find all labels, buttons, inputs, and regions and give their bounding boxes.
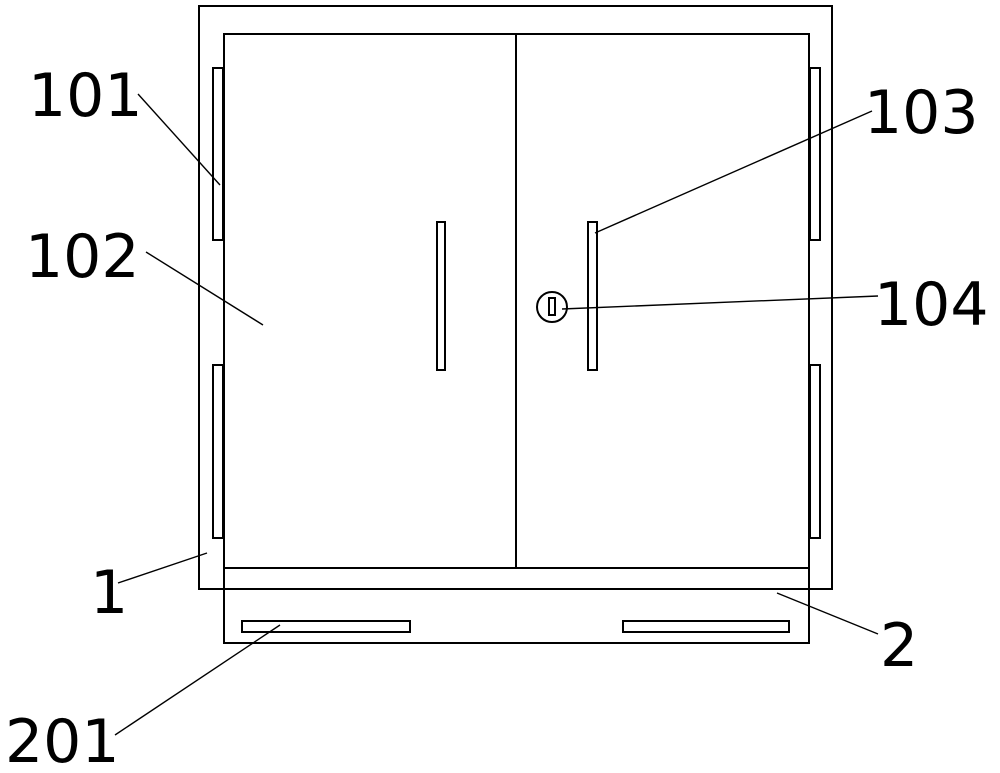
label-101: 101 [28, 61, 143, 131]
label-201: 201 [5, 707, 120, 773]
label-102: 102 [25, 222, 140, 292]
leader-101 [137, 93, 221, 186]
leader-104 [561, 295, 879, 310]
label-104: 104 [874, 270, 989, 340]
hinge-left-lower [212, 364, 224, 539]
handle-left [436, 221, 446, 371]
base-slot-right [622, 620, 790, 633]
lock [536, 291, 568, 323]
label-2: 2 [880, 611, 918, 681]
handle-right [587, 221, 598, 371]
hinge-right-upper [809, 67, 821, 241]
leader-201 [114, 624, 281, 736]
label-1: 1 [90, 558, 128, 628]
leader-1 [117, 552, 208, 584]
lock-keyhole [548, 297, 556, 316]
leader-102 [145, 251, 264, 326]
label-103: 103 [864, 78, 979, 148]
leader-103 [594, 110, 873, 234]
base-slot-left [241, 620, 411, 633]
hinge-right-lower [809, 364, 821, 539]
hinge-left-upper [212, 67, 224, 241]
leader-2 [776, 592, 879, 635]
